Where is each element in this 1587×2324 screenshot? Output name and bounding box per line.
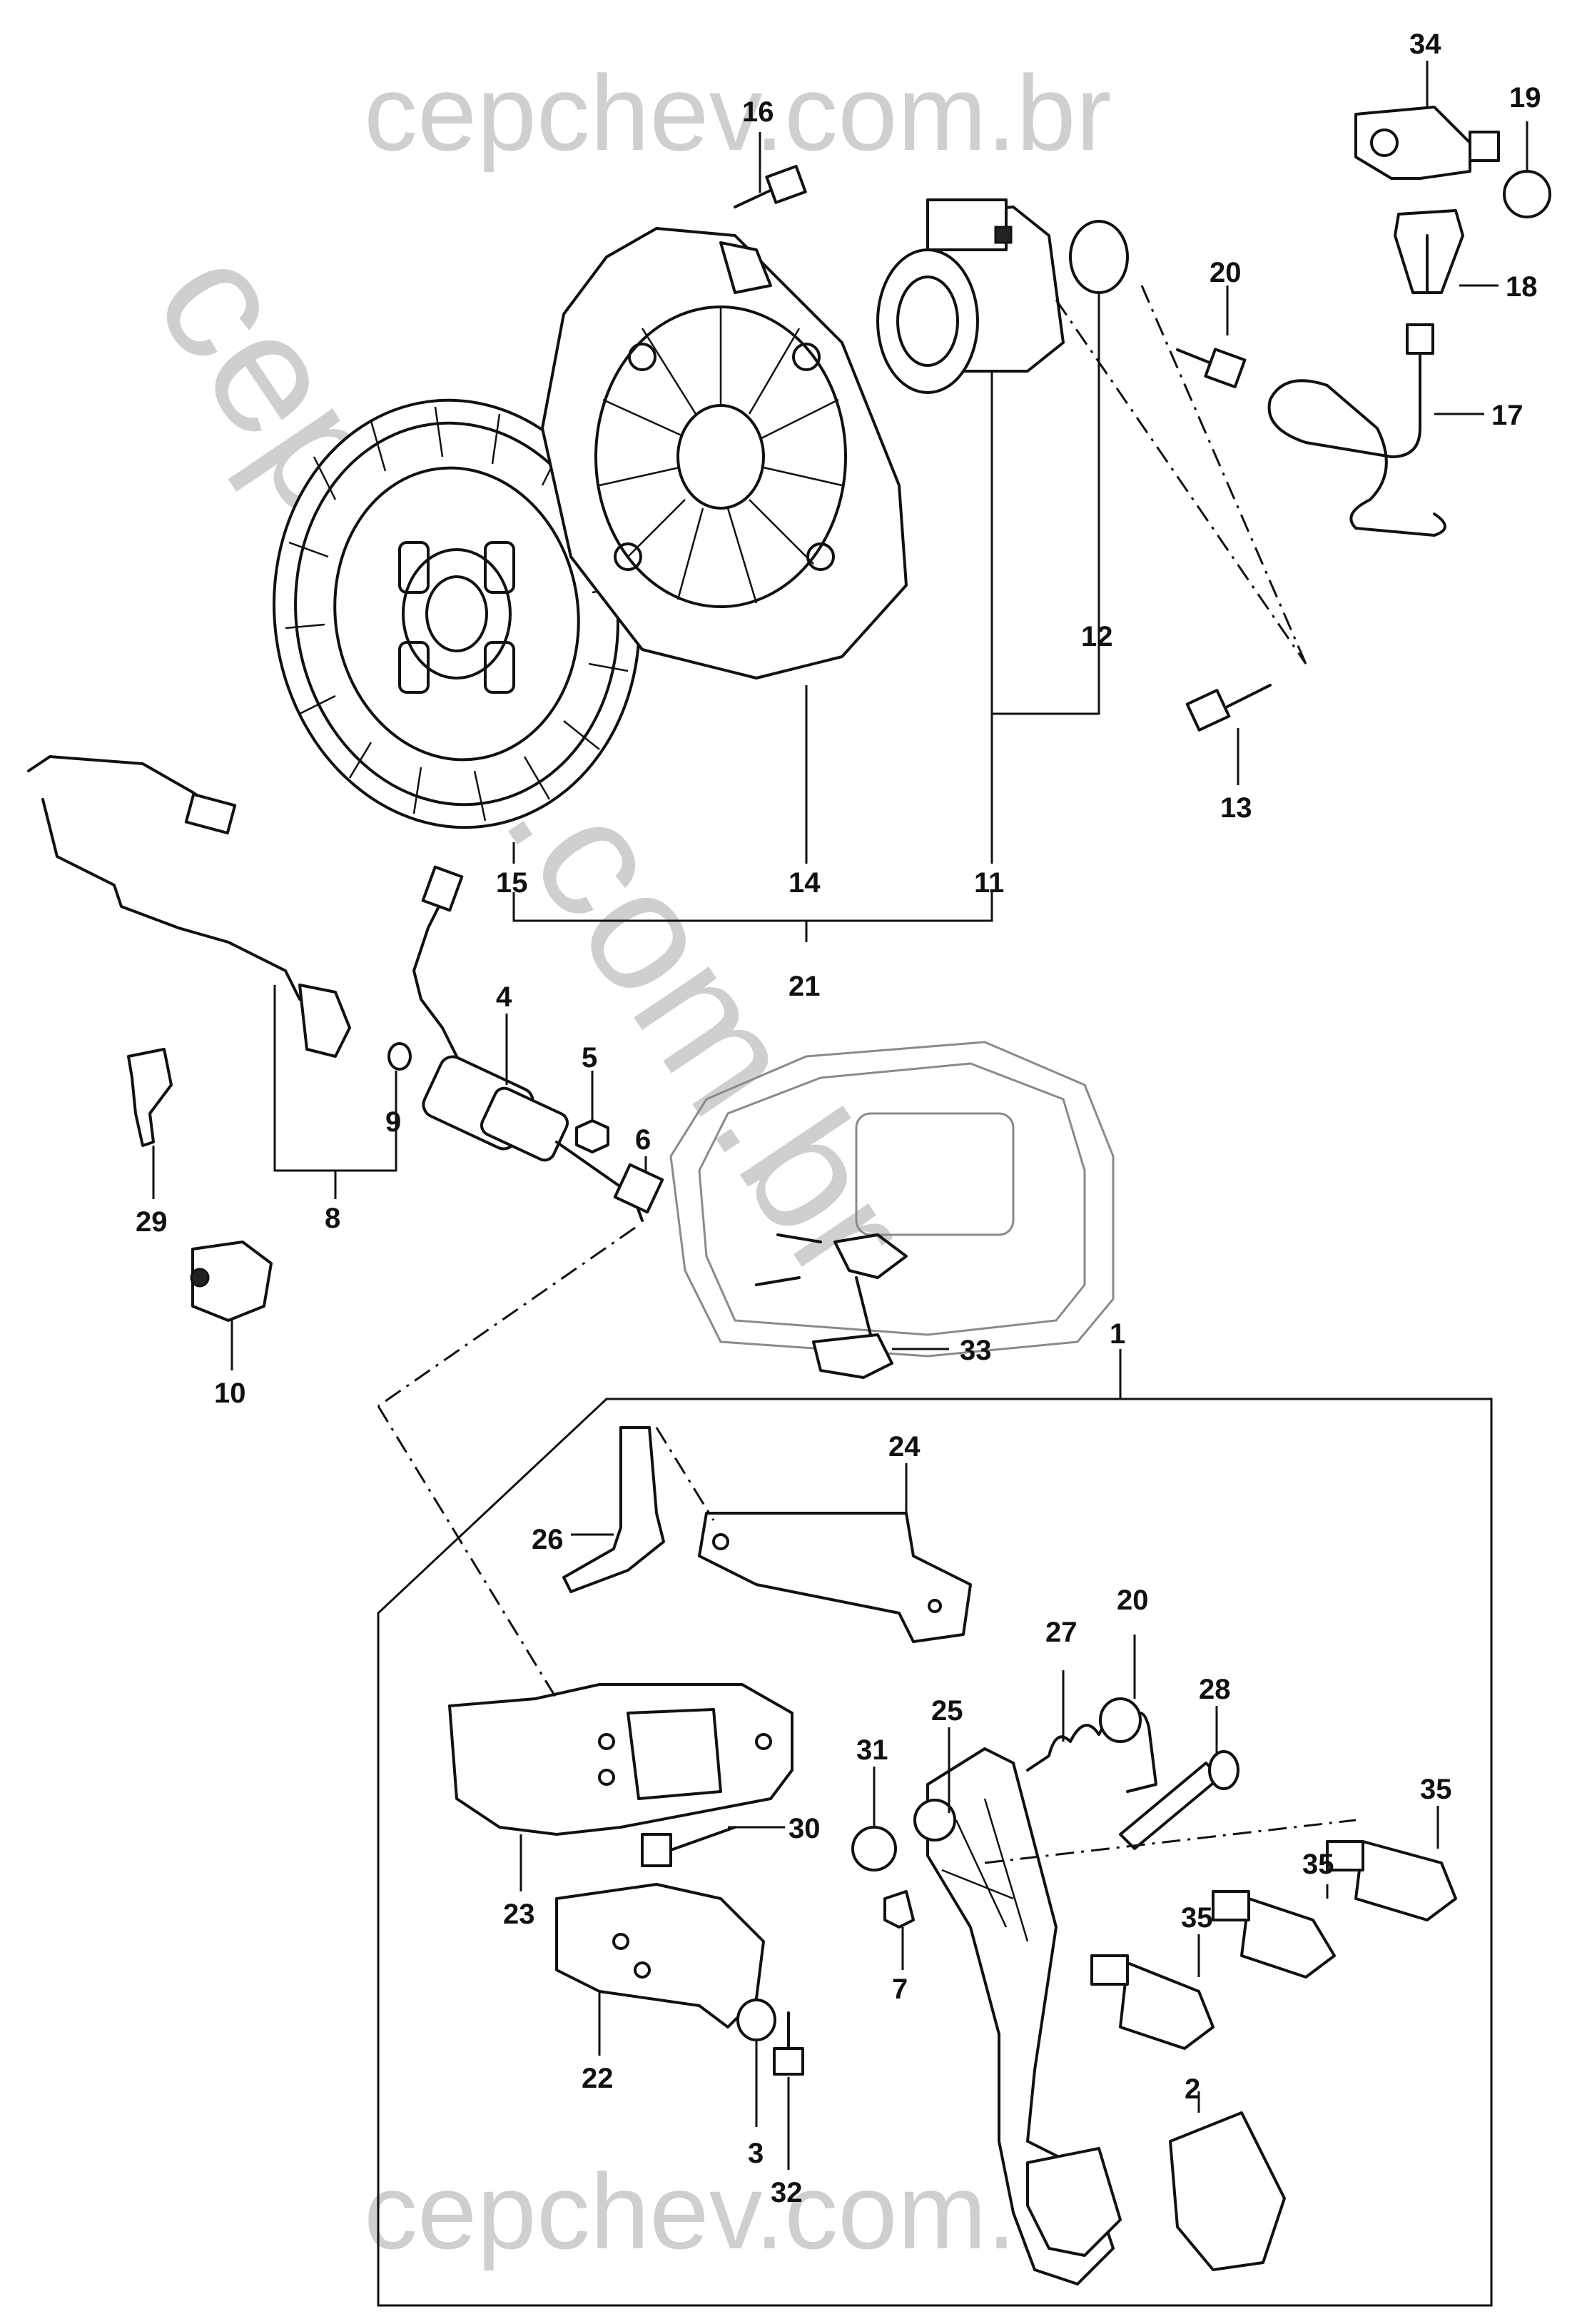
callout-27: 27 <box>1045 1617 1078 1648</box>
bracket-22 <box>555 1883 765 2029</box>
callout-31: 31 <box>856 1734 888 1766</box>
callout-7: 7 <box>892 1974 908 2005</box>
callout-18: 18 <box>1506 271 1538 303</box>
callout-4: 4 <box>496 981 512 1013</box>
callout-12: 12 <box>1081 621 1113 652</box>
pedal-pad-2 <box>1169 2111 1286 2271</box>
bracket-26 <box>562 1426 665 1593</box>
callout-32: 32 <box>771 2177 803 2208</box>
callout-20-upper: 20 <box>1210 257 1242 288</box>
callout-14: 14 <box>789 867 821 899</box>
callout-34: 34 <box>1409 29 1441 60</box>
callout-labels: 1 2 3 4 5 6 7 8 9 10 11 12 13 14 15 16 1… <box>136 29 1541 2208</box>
callout-2: 2 <box>1185 2073 1200 2105</box>
bushing-31 <box>851 1826 897 1871</box>
callout-26: 26 <box>532 1524 564 1555</box>
hydraulic-pipe-8 <box>27 755 351 1058</box>
pedal-bracket-23 <box>448 1683 794 1836</box>
callout-29: 29 <box>136 1206 168 1238</box>
switch-35-middle <box>1212 1890 1336 1979</box>
callout-16: 16 <box>742 96 774 128</box>
switch-35-right <box>1326 1840 1457 1921</box>
callout-35-left: 35 <box>1181 1902 1213 1934</box>
nut-5 <box>575 1119 609 1153</box>
hydraulic-line-17 <box>1267 323 1446 537</box>
callout-13: 13 <box>1220 792 1252 824</box>
pressure-plate <box>541 227 908 679</box>
callout-30: 30 <box>789 1813 821 1844</box>
callout-28: 28 <box>1199 1674 1231 1705</box>
callout-23: 23 <box>503 1899 535 1930</box>
watermark-top: cepchev.com.br <box>364 53 1112 173</box>
switch-35-left <box>1090 1954 1215 2050</box>
callout-5: 5 <box>582 1042 597 1073</box>
release-bearing-slave-cylinder <box>876 198 1065 394</box>
watermark-bottom: cepchev.com.br <box>364 2151 1112 2271</box>
bolt-13 <box>1185 684 1272 732</box>
callout-11: 11 <box>974 867 1004 899</box>
screw-30 <box>641 1826 736 1867</box>
bolt-16 <box>734 164 807 208</box>
callout-22: 22 <box>582 2063 614 2094</box>
callout-15: 15 <box>496 867 528 899</box>
callout-17: 17 <box>1491 400 1523 431</box>
leader-lines <box>152 61 1528 2170</box>
elbow-connector-34 <box>1354 106 1500 180</box>
callout-1: 1 <box>1110 1318 1125 1350</box>
bushing-20-lower <box>1099 1697 1142 1743</box>
callout-3: 3 <box>748 2138 764 2169</box>
bushing-3 <box>736 1999 776 2041</box>
callout-25: 25 <box>931 1695 963 1727</box>
bolt-20-upper <box>1176 348 1247 389</box>
callout-10: 10 <box>214 1378 246 1409</box>
callout-35-right: 35 <box>1420 1774 1452 1805</box>
bracket-10 <box>190 1241 273 1322</box>
clip-18 <box>1394 209 1464 294</box>
clip-29 <box>127 1048 173 1147</box>
clutch-pedal-25 <box>913 1747 1122 2285</box>
callout-24: 24 <box>888 1431 921 1462</box>
firewall-panel <box>669 1041 1115 1358</box>
assembly-lines <box>377 285 1357 1864</box>
callout-33: 33 <box>960 1335 992 1366</box>
callout-35-middle: 35 <box>1302 1849 1334 1880</box>
callout-20-lower: 20 <box>1117 1585 1149 1616</box>
pedal-box-frame <box>377 1398 1493 2307</box>
pivot-pin-28 <box>1119 1750 1239 1850</box>
cap-19 <box>1503 170 1551 218</box>
master-cylinder <box>412 865 664 1222</box>
callout-6: 6 <box>635 1124 651 1156</box>
cover-plate-24 <box>698 1512 972 1643</box>
callout-9: 9 <box>385 1106 401 1138</box>
o-ring <box>1069 220 1129 294</box>
o-ring-9 <box>387 1042 412 1071</box>
callout-19: 19 <box>1509 82 1541 113</box>
bolt-32 <box>773 2011 804 2076</box>
callout-8: 8 <box>325 1203 340 1234</box>
clip-7 <box>883 1890 915 1929</box>
stud-bracket-33 <box>755 1233 908 1379</box>
callout-21: 21 <box>789 971 821 1002</box>
